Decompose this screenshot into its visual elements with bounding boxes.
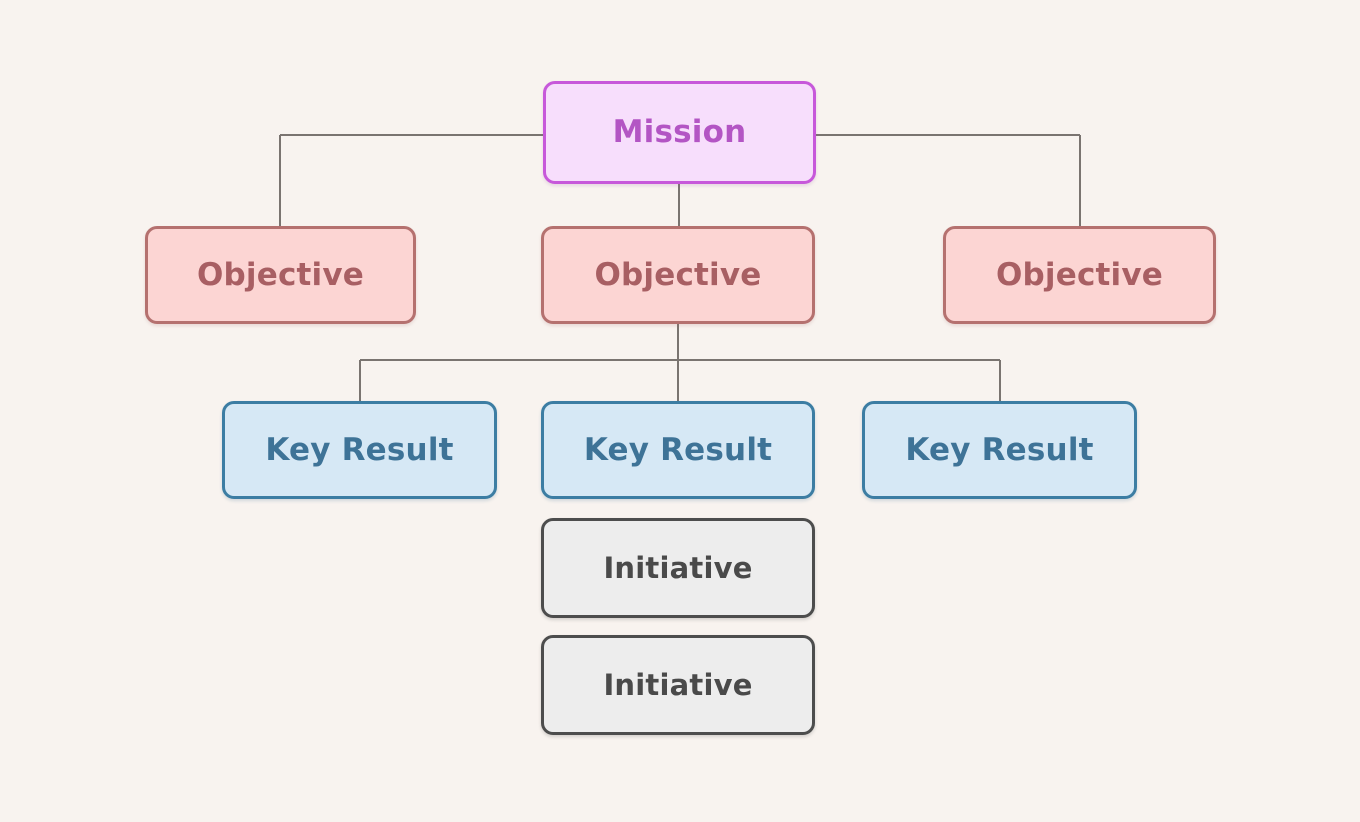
node-key-result-center[interactable]: Key Result [541,401,815,499]
node-initiative-first-label: Initiative [603,550,753,585]
node-objective-center[interactable]: Objective [541,226,815,324]
node-mission-label: Mission [612,114,747,150]
node-objective-left-label: Objective [196,256,365,293]
node-key-result-right-label: Key Result [905,431,1094,468]
node-key-result-center-label: Key Result [583,431,773,468]
node-mission[interactable]: Mission [543,81,816,184]
node-objective-right-label: Objective [995,256,1164,293]
node-initiative-second[interactable]: Initiative [541,635,815,735]
node-initiative-second-label: Initiative [603,667,753,702]
node-key-result-left[interactable]: Key Result [222,401,497,499]
node-key-result-left-label: Key Result [265,431,454,468]
node-initiative-first[interactable]: Initiative [541,518,815,618]
node-key-result-right[interactable]: Key Result [862,401,1137,499]
node-objective-center-label: Objective [594,256,762,293]
node-objective-left[interactable]: Objective [145,226,416,324]
node-objective-right[interactable]: Objective [943,226,1216,324]
